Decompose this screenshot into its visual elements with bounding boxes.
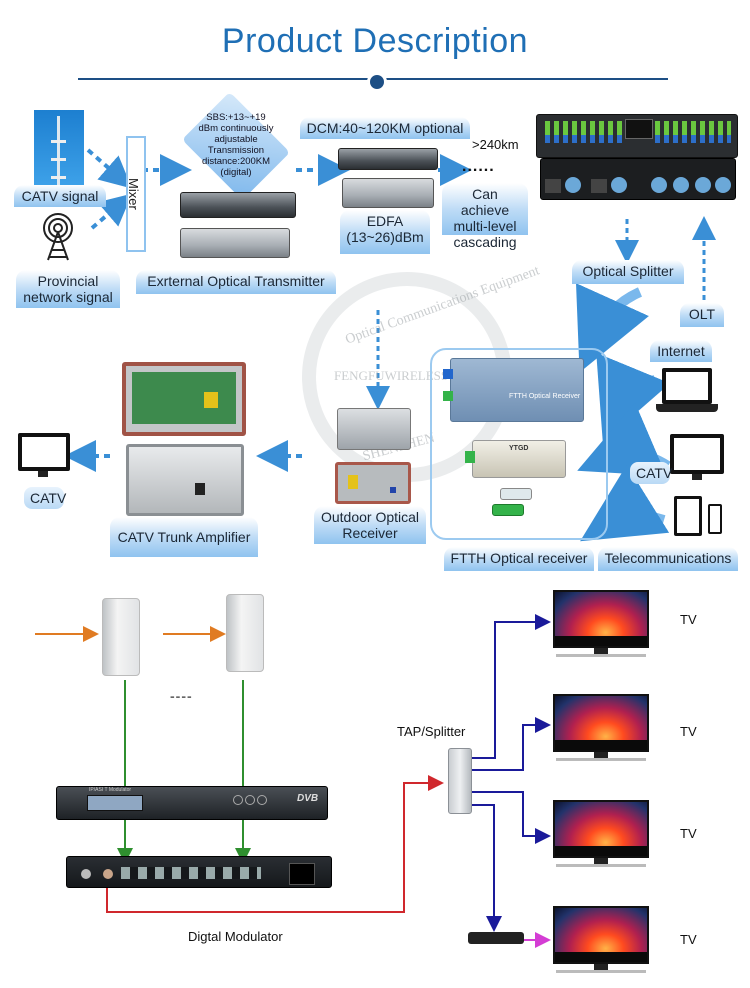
tv-2-stand: [556, 758, 646, 761]
label-optical-splitter: Optical Splitter: [572, 260, 684, 284]
tv-3: [553, 800, 649, 858]
arrow-catv-to-mixer: [86, 148, 133, 189]
watermark-center-text: FENGFUWIRELESS: [334, 368, 449, 383]
tv-2: [553, 694, 649, 752]
label-catv-signal: CATV signal: [14, 185, 106, 207]
tv-1: [553, 590, 649, 648]
tv-label: TV: [680, 826, 697, 841]
laptop-keyboard: [656, 404, 718, 412]
sbs-line: adjustable: [214, 134, 258, 145]
tv-1-neck: [594, 648, 608, 654]
cascade-dots: ......: [462, 158, 495, 175]
tv-1-stand: [556, 654, 646, 657]
olt-chassis-rear: [540, 158, 736, 200]
label-olt: OLT: [680, 303, 724, 327]
label-dcm: DCM:40~120KM optional: [300, 117, 470, 139]
edfa-rear: [342, 178, 434, 208]
catv-monitor-icon: [18, 433, 70, 471]
routers-ellipsis: ----: [170, 688, 193, 704]
tv-label: TV: [680, 932, 697, 947]
mixer-box: Mixer: [126, 136, 146, 252]
label-catv-trunk-amplifier: CATV Trunk Amplifier: [110, 517, 258, 557]
sbs-line: SBS:+13~+19: [206, 112, 266, 123]
trunk-amplifier-lid: [126, 444, 244, 516]
sbs-line: (digital): [220, 167, 252, 178]
curved-arrow-splitter-to-ftth: [576, 283, 649, 373]
sbs-line: distance:200KM: [201, 156, 271, 167]
mixer-label: Mixer: [126, 178, 141, 210]
navy-line-tv2: [470, 717, 551, 771]
dvb-logo: DVB: [297, 793, 319, 804]
sbs-note-diamond: SBS:+13~+19 dBm continuously adjustable …: [177, 91, 295, 201]
sbs-line: dBm continuously: [198, 123, 274, 134]
arrow-provincial-to-mixer: [90, 193, 133, 230]
page-title: Product Description: [221, 22, 529, 60]
label-multi-level-cascading: Can achieve multi-level cascading: [442, 183, 528, 250]
tap-splitter-device: [448, 748, 472, 814]
label-external-optical-transmitter: Exrternal Optical Transmitter: [136, 270, 336, 294]
router-1: [102, 598, 140, 676]
broadcast-antenna-icon: [43, 213, 73, 261]
title-divider-dot: [367, 72, 387, 92]
tv-label: TV: [680, 612, 697, 627]
tv-label: TV: [680, 724, 697, 739]
tv-4: [553, 906, 649, 964]
label-digital-modulator: Digtal Modulator: [188, 929, 283, 944]
smartphone-icon: [708, 504, 722, 534]
curved-arrow-telecom: [580, 464, 670, 542]
monitor-stand: [692, 474, 702, 480]
modulator-panel-text: IP/ASI T Modulator: [89, 787, 132, 793]
connector-white: [500, 488, 532, 500]
tv-4-neck: [594, 964, 608, 970]
navy-line-tv1: [470, 614, 551, 759]
ftth-mini-receiver-device: YTGD: [465, 440, 566, 478]
ftth-optical-receiver-device: FTTH Optical Receiver: [443, 358, 584, 422]
edfa-front: [338, 148, 438, 170]
monitor-icon: [670, 434, 724, 474]
outdoor-receiver-lid: [337, 408, 411, 450]
label-edfa: EDFA (13~26)dBm: [340, 210, 430, 254]
label-catv-left: CATV: [24, 487, 66, 509]
tv-3-neck: [594, 858, 608, 864]
label-ftth-optical-receiver: FTTH Optical receiver: [444, 547, 594, 571]
navy-line-stb: [470, 804, 502, 932]
label-tap-splitter: TAP/Splitter: [397, 724, 466, 739]
optical-transmitter-front: [180, 192, 296, 218]
mini-device-label: YTGD: [509, 445, 529, 452]
sbs-line: Transmission: [207, 145, 265, 156]
modulator-front-panel: IP/ASI T Modulator DVB: [56, 786, 328, 820]
modulator-rear-panel: [66, 856, 332, 888]
laptop-icon: [662, 368, 712, 404]
ftth-receiver-group: [430, 348, 608, 540]
navy-line-tv3: [470, 791, 551, 844]
label-distance: >240km: [472, 137, 519, 152]
olt-chassis-front: [536, 114, 738, 158]
outdoor-receiver-board: [335, 462, 411, 504]
label-provincial-network-signal: Provincial network signal: [16, 270, 120, 308]
curved-arrow-internet: [596, 352, 671, 442]
trunk-amplifier-board: [122, 362, 246, 436]
set-top-box: [468, 932, 524, 944]
tv-3-stand: [556, 864, 646, 867]
label-telecommunications: Telecommunications: [598, 547, 738, 571]
label-catv-right: CATV: [630, 462, 672, 484]
tv-4-stand: [556, 970, 646, 973]
tv-2-neck: [594, 752, 608, 758]
ftth-device-label: FTTH Optical Receiver: [509, 393, 581, 400]
catv-monitor-stand: [38, 471, 48, 477]
connector-green: [492, 504, 524, 516]
optical-transmitter-rear: [180, 228, 290, 258]
label-internet: Internet: [650, 340, 712, 362]
tablet-icon: [674, 496, 702, 536]
red-line-modulator-to-splitter: [106, 775, 444, 913]
router-2: [226, 594, 264, 672]
cell-tower-photo: [34, 110, 84, 190]
label-outdoor-optical-receiver: Outdoor Optical Receiver: [314, 506, 426, 544]
